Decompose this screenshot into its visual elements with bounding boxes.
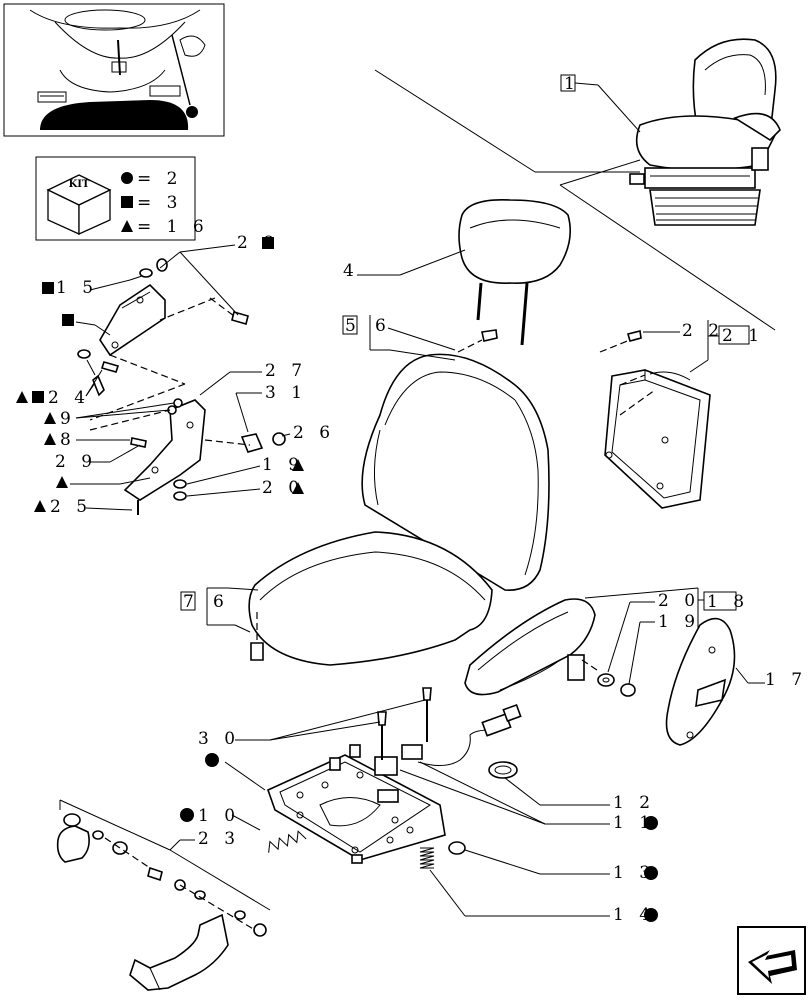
kit-triangle-qty: = 1 6 [137,217,209,237]
circle-symbol-icon [644,908,658,922]
callout-19-a: 1 9 [262,455,304,475]
navigation-arrow-icon[interactable] [737,926,806,995]
backrest [361,353,550,591]
side-cover [665,617,736,746]
callout-8: 8 [60,430,76,450]
seat-assembly-overview [374,38,781,331]
callout-31: 3 1 [265,383,307,403]
circle-symbol-icon [180,808,194,822]
armrest [464,598,596,696]
callout-5: 5 [345,316,361,336]
bolts-30 [377,687,432,760]
spring-14 [419,847,435,869]
seat-cushion [248,531,493,666]
kit-badge: KIT [69,179,90,190]
seat-base-plate [267,744,446,864]
backrest-rear-cover [604,369,711,509]
callout-26: 2 6 [293,423,335,443]
callout-box-18 [703,591,737,611]
triangle-symbol-icon [292,459,304,471]
callout-box-21 [718,325,750,345]
callout-9: 9 [60,409,76,429]
callout-18: 1 8 [707,592,749,612]
mounting-bracket [99,283,206,501]
kit-legend: KIT = 2 = 3 = 1 6 [35,156,209,241]
callout-11: 1 1 [613,813,655,833]
kit-square-qty: = 3 [137,193,182,213]
callout-4: 4 [343,261,359,281]
callout-6-a: 6 [375,316,391,336]
triangle-symbol-icon [34,500,46,512]
callout-19-b: 1 9 [658,612,700,632]
callout-14: 1 4 [613,905,655,925]
callout-box-5 [342,315,358,335]
triangle-symbol-icon [121,220,133,232]
circle-symbol-icon [644,816,658,830]
callout-24: 2 4 [48,388,90,408]
callout-30: 3 0 [198,729,240,749]
small-hardware [77,258,286,515]
callout-20-b: 2 0 [658,591,700,611]
triangle-symbol-icon [292,482,304,494]
circle-symbol-icon [121,172,133,184]
callout-21: 2 1 [722,326,764,346]
callout-15: 1 5 [56,278,98,298]
headrest [458,198,571,346]
kit-circle-qty: = 2 [137,169,182,189]
callout-27: 2 7 [265,361,307,381]
circle-symbol-icon [205,753,219,767]
callout-22: 2 2 [682,321,724,341]
callout-23: 2 3 [198,829,240,849]
tractor-cab-thumbnail [3,3,225,137]
seat-switch-cable [417,703,522,779]
square-symbol-icon [32,391,44,403]
seat-belt [56,799,271,991]
square-symbol-icon [42,282,54,294]
callout-6-b: 6 [213,592,229,612]
callout-17: 1 7 [765,670,807,690]
callout-box-7 [180,591,196,611]
spring-10 [268,830,307,853]
callout-25: 2 5 [50,497,92,517]
bushing-13 [448,841,466,855]
triangle-symbol-icon [56,476,68,488]
square-symbol-icon [121,196,133,208]
callout-20-a: 2 0 [262,478,304,498]
triangle-symbol-icon [44,412,56,424]
square-symbol-icon [62,314,74,326]
circle-symbol-icon [644,866,658,880]
callout-29: 2 9 [55,452,97,472]
callout-13: 1 3 [613,863,655,883]
callout-12: 1 2 [613,793,655,813]
callout-1: 1 [564,74,580,94]
callout-10: 1 0 [198,806,240,826]
callout-7: 7 [183,592,199,612]
triangle-symbol-icon [16,391,28,403]
triangle-symbol-icon [44,433,56,445]
square-symbol-icon [262,237,274,249]
